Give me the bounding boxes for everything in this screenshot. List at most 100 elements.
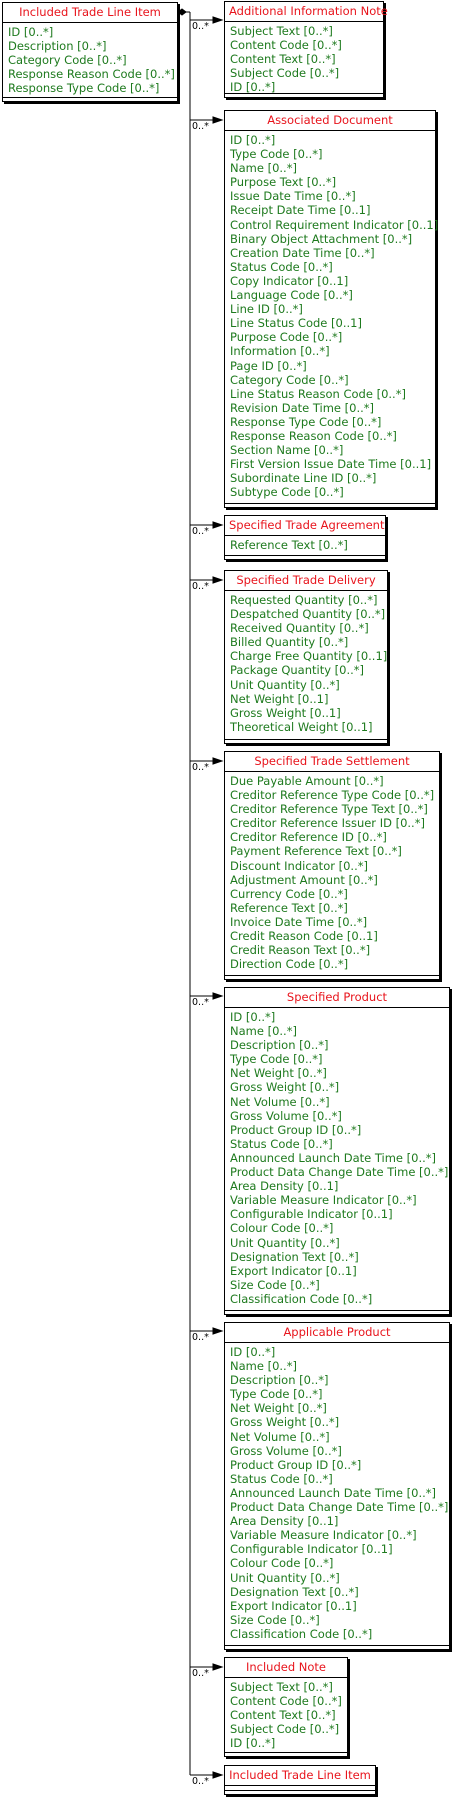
attribute: Unit Quantity [0..*]: [230, 1235, 340, 1250]
attribute: Product Group ID [0..*]: [230, 1122, 362, 1137]
class-box-included-trade-line-item[interactable]: Included Trade Line Item: [224, 1765, 376, 1795]
attribute: Net Volume [0..*]: [230, 1429, 330, 1444]
attribute: Response Reason Code [0..*]: [8, 67, 175, 82]
attribute: Net Weight [0..1]: [230, 691, 329, 706]
attribute: Area Density [0..1]: [230, 1179, 339, 1194]
attribute: Status Code [0..*]: [230, 1136, 333, 1151]
attribute: Colour Code [0..*]: [230, 1556, 334, 1571]
attribute: Revision Date Time [0..*]: [230, 400, 375, 415]
multiplicity-label: 0..*: [192, 526, 209, 537]
attribute: Information [0..*]: [230, 344, 330, 359]
class-footer-line: [225, 1310, 449, 1311]
attribute: Size Code [0..*]: [230, 1277, 320, 1292]
arrowhead-icon: [212, 1771, 224, 1779]
attribute: Colour Code [0..*]: [230, 1221, 334, 1236]
attribute: Variable Measure Indicator [0..*]: [230, 1528, 417, 1543]
attribute: Credit Reason Code [0..1]: [230, 929, 378, 944]
attribute: Configurable Indicator [0..1]: [230, 1207, 393, 1222]
class-footer-line: [225, 975, 439, 976]
arrowhead-icon: [212, 992, 224, 1000]
class-title: Included Trade Line Item: [225, 1766, 375, 1786]
attribute: Description [0..*]: [8, 39, 107, 54]
multiplicity-label: 0..*: [192, 997, 209, 1008]
class-box-included-trade-line-item[interactable]: Included Trade Line Item ID [0..*] Descr…: [2, 2, 178, 102]
attribute: Announced Launch Date Time [0..*]: [230, 1150, 437, 1165]
class-footer-line: [225, 555, 385, 556]
attribute-list: Reference Text [0..*]: [225, 536, 385, 552]
attribute: Type Code [0..*]: [230, 1052, 323, 1067]
attribute: Binary Object Attachment [0..*]: [230, 231, 413, 246]
class-footer-line: [225, 503, 435, 504]
class-footer-line: [225, 1752, 347, 1753]
attribute: Theoretical Weight [0..1]: [230, 719, 373, 734]
attribute: Name [0..*]: [230, 1024, 297, 1039]
attribute: Line ID [0..*]: [230, 302, 303, 317]
attribute: Subject Text [0..*]: [230, 1680, 333, 1694]
attribute: Receipt Date Time [0..1]: [230, 203, 371, 218]
attribute: Subject Code [0..*]: [230, 1722, 340, 1737]
class-footer-line: [225, 1645, 449, 1646]
attribute-list: Requested Quantity [0..*]Despatched Quan…: [225, 591, 387, 734]
multiplicity-label: 0..*: [192, 581, 209, 592]
attribute: Copy Indicator [0..1]: [230, 273, 349, 288]
attribute: Purpose Code [0..*]: [230, 330, 343, 345]
attribute: Content Text [0..*]: [230, 52, 336, 67]
arrowhead-icon: [212, 576, 224, 584]
class-title: Included Note: [225, 1658, 347, 1678]
attribute: Section Name [0..*]: [230, 443, 344, 458]
attribute: Variable Measure Indicator [0..*]: [230, 1193, 417, 1208]
attribute: Designation Text [0..*]: [230, 1584, 359, 1599]
class-title: Applicable Product: [225, 1323, 449, 1343]
attribute: Response Type Code [0..*]: [230, 414, 382, 429]
attribute: Language Code [0..*]: [230, 288, 353, 303]
multiplicity-label: 0..*: [192, 762, 209, 773]
attribute: Creditor Reference Issuer ID [0..*]: [230, 816, 425, 831]
class-footer-line: [225, 1790, 375, 1791]
multiplicity-label: 0..*: [192, 1668, 209, 1679]
arrowhead-icon: [212, 757, 224, 765]
multiplicity-label: 0..*: [192, 1776, 209, 1787]
multiplicity-label: 0..*: [192, 21, 209, 32]
attribute-list: [225, 1786, 375, 1788]
attribute: Category Code [0..*]: [8, 53, 127, 68]
attribute: Purpose Text [0..*]: [230, 175, 337, 190]
attribute: Subordinate Line ID [0..*]: [230, 471, 377, 486]
class-title: Specified Trade Settlement: [225, 752, 439, 772]
attribute: Content Code [0..*]: [230, 38, 342, 53]
attribute: Despatched Quantity [0..*]: [230, 607, 386, 622]
attribute: Size Code [0..*]: [230, 1612, 320, 1627]
attribute-list: Subject Text [0..*]Content Code [0..*]Co…: [225, 22, 383, 94]
attribute: Product Data Change Date Time [0..*]: [230, 1500, 449, 1515]
attribute: Received Quantity [0..*]: [230, 621, 369, 636]
attribute: Net Volume [0..*]: [230, 1094, 330, 1109]
attribute: Gross Volume [0..*]: [230, 1108, 342, 1123]
attribute: Product Group ID [0..*]: [230, 1457, 362, 1472]
arrowhead-icon: [212, 521, 224, 529]
attribute: ID [0..*]: [230, 1010, 276, 1024]
class-footer-line: [225, 93, 383, 94]
attribute: Page ID [0..*]: [230, 358, 307, 373]
attribute: Export Indicator [0..1]: [230, 1263, 357, 1278]
attribute: Net Weight [0..*]: [230, 1066, 327, 1081]
attribute: Content Text [0..*]: [230, 1708, 336, 1723]
attribute: Gross Volume [0..*]: [230, 1443, 342, 1458]
attribute: Response Reason Code [0..*]: [230, 428, 397, 443]
attribute: Billed Quantity [0..*]: [230, 635, 349, 650]
attribute: Issue Date Time [0..*]: [230, 189, 356, 204]
attribute: Name [0..*]: [230, 161, 297, 176]
attribute: Invoice Date Time [0..*]: [230, 914, 368, 929]
class-title: Included Trade Line Item: [3, 3, 177, 23]
arrowhead-icon: [212, 1327, 224, 1335]
attribute: Gross Weight [0..*]: [230, 1080, 340, 1095]
attribute: Creditor Reference Type Code [0..*]: [230, 788, 435, 803]
class-title: Specified Product: [225, 988, 449, 1008]
